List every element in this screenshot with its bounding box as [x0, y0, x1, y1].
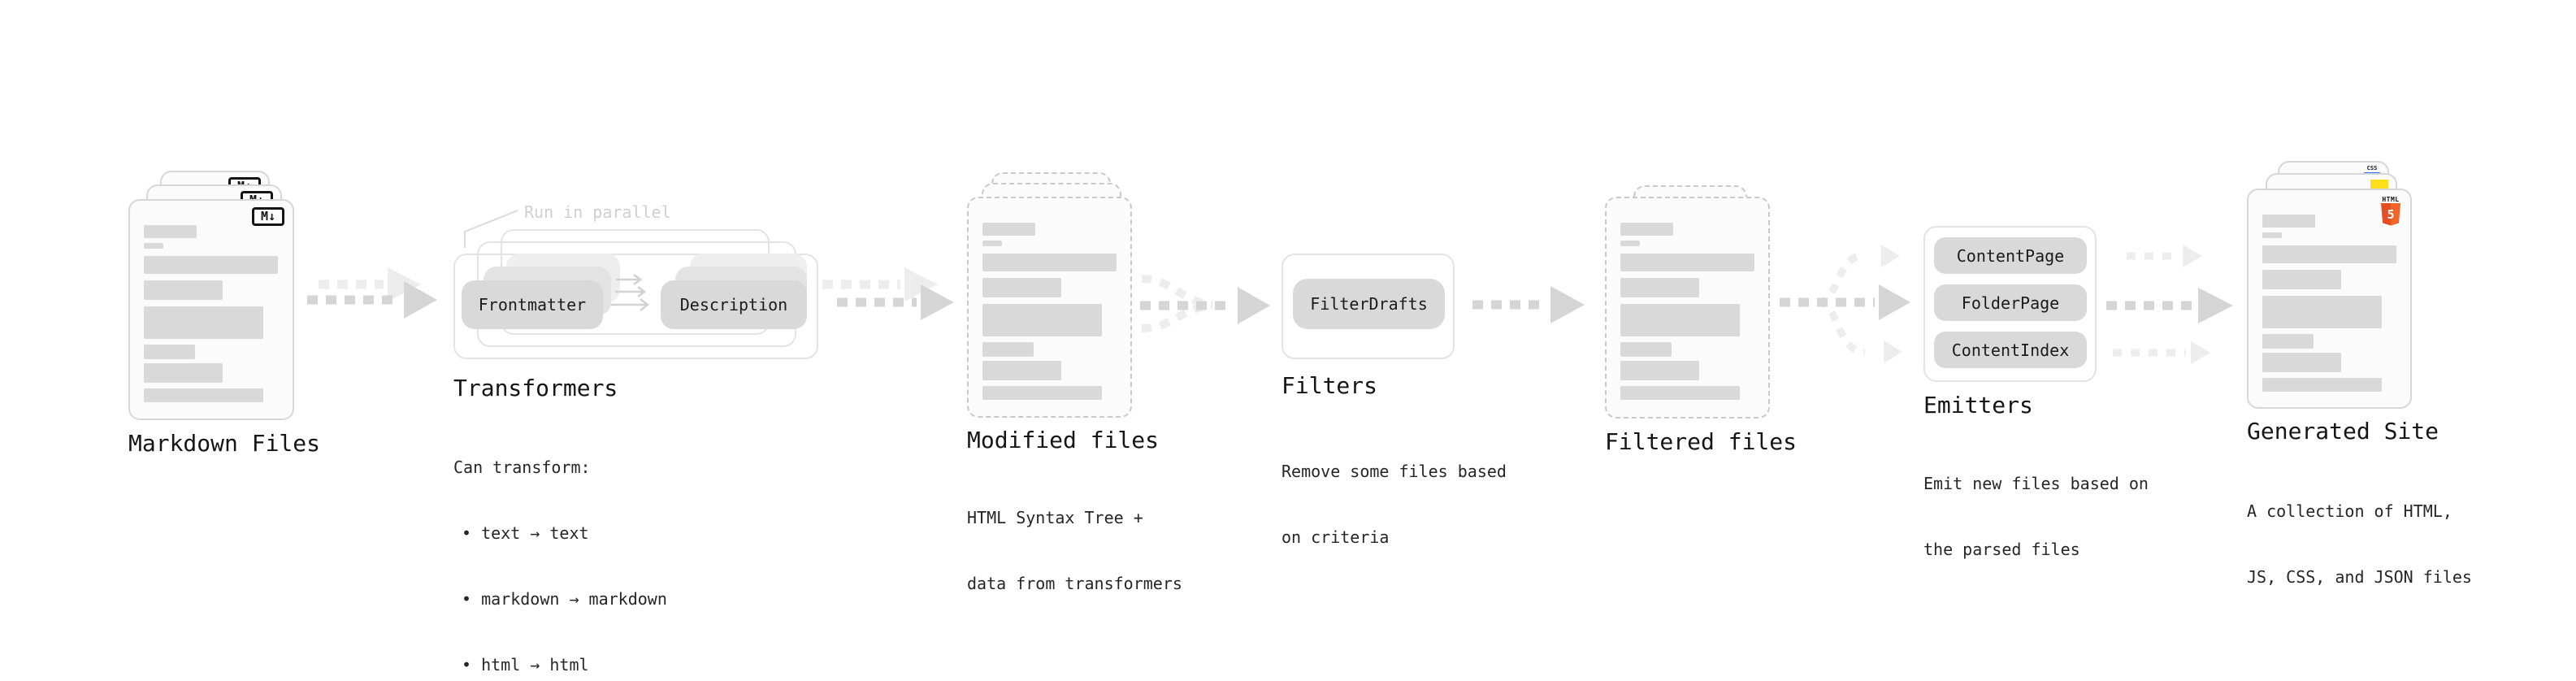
skeleton-bar [982, 254, 1117, 271]
filterdrafts-pill: FilterDrafts [1293, 279, 1445, 329]
transformer-card [453, 254, 818, 359]
css-icon-label: CSS [2366, 165, 2378, 171]
filters-description: Remove some files based on criteria [1281, 417, 1507, 592]
generated-file-card-html: HTML 5 [2247, 189, 2412, 409]
filters-label: Filters [1281, 372, 1378, 399]
arrow-markdown-to-transformers [307, 267, 437, 319]
subtitle-line: Remove some files based [1281, 462, 1507, 481]
subtitle-line: JS, CSS, and JSON files [2247, 567, 2472, 587]
skeleton-bar [144, 243, 163, 249]
skeleton-bar [1620, 386, 1740, 400]
skeleton-bar [144, 306, 263, 339]
skeleton-bar [1620, 304, 1740, 336]
arrow-filtered-to-emitters [1780, 245, 1910, 363]
skeleton-bar [2262, 232, 2282, 238]
skeleton-bar [982, 278, 1061, 297]
generated-site-description: A collection of HTML, JS, CSS, and JSON … [2247, 457, 2472, 632]
markdown-icon: M↓ [252, 207, 284, 226]
transformers-description: Can transform: • text → text • markdown … [453, 413, 667, 681]
skeleton-bar [1620, 342, 1672, 357]
skeleton-bar [2262, 296, 2382, 328]
skeleton-bar [144, 280, 223, 300]
skeleton-bar [1620, 241, 1640, 246]
skeleton-bar [144, 345, 195, 359]
skeleton-bar [982, 241, 1002, 246]
skeleton-bar [2262, 245, 2396, 263]
emitters-label: Emitters [1923, 392, 2033, 419]
markdown-file-card: M↓ [128, 199, 294, 420]
bullet-item: • markdown → markdown [462, 589, 667, 609]
skeleton-bar [2262, 353, 2341, 372]
bullet-item: • text → text [462, 523, 589, 543]
subtitle-line: A collection of HTML, [2247, 501, 2452, 521]
js-file-icon [2370, 180, 2388, 189]
subtitle-line: HTML Syntax Tree + [967, 508, 1143, 527]
skeleton-bar [144, 363, 223, 383]
modified-files-description: HTML Syntax Tree + data from transformer… [967, 463, 1182, 639]
transformers-label: Transformers [453, 375, 618, 401]
subtitle-line: Emit new files based on [1923, 474, 2149, 493]
modified-files-label: Modified files [967, 427, 1160, 453]
subtitle-line: data from transformers [967, 574, 1182, 593]
frontmatter-pill: Frontmatter [462, 280, 603, 329]
subtitle-line: on criteria [1281, 527, 1390, 547]
arrow-emitters-to-generated [2106, 245, 2233, 364]
skeleton-bar [2262, 334, 2314, 349]
skeleton-bar [982, 304, 1102, 336]
skeleton-bar [144, 225, 197, 238]
contentindex-pill: ContentIndex [1934, 332, 2087, 368]
emitters-description: Emit new files based on the parsed files [1923, 429, 2149, 605]
arrow-filters-to-filtered [1472, 286, 1585, 323]
bullet-item: • html → html [462, 655, 589, 674]
skeleton-bar [982, 342, 1034, 357]
skeleton-bar [144, 256, 278, 274]
html5-shield: 5 [2381, 203, 2400, 226]
skeleton-bar [1620, 254, 1754, 271]
can-transform-heading: Can transform: [453, 458, 591, 477]
contentpage-pill: ContentPage [1934, 237, 2087, 274]
skeleton-bar [144, 388, 263, 402]
skeleton-bar [1620, 278, 1699, 297]
skeleton-bar [982, 361, 1061, 380]
generated-site-label: Generated Site [2247, 418, 2439, 445]
filtered-files-label: Filtered files [1605, 428, 1798, 455]
arrow-modified-to-filters [1140, 275, 1270, 332]
description-pill: Description [661, 280, 807, 329]
markdown-files-label: Markdown Files [128, 430, 321, 457]
filtered-file-card [1605, 197, 1770, 419]
arrow-transformers-to-modified [822, 267, 954, 320]
html5-icon: HTML 5 [2380, 196, 2401, 229]
subtitle-line: the parsed files [1923, 540, 2080, 559]
skeleton-bar [982, 386, 1102, 400]
modified-file-card [967, 197, 1132, 418]
skeleton-bar [2262, 270, 2341, 289]
skeleton-bar [2262, 215, 2315, 228]
svg-text:5: 5 [2387, 207, 2394, 222]
skeleton-bar [982, 223, 1035, 236]
run-in-parallel-note: Run in parallel [524, 202, 671, 222]
skeleton-bar [1620, 223, 1673, 236]
skeleton-bar [2262, 378, 2382, 392]
folderpage-pill: FolderPage [1934, 284, 2087, 321]
skeleton-bar [1620, 361, 1699, 380]
html5-icon-word: HTML [2382, 196, 2400, 203]
